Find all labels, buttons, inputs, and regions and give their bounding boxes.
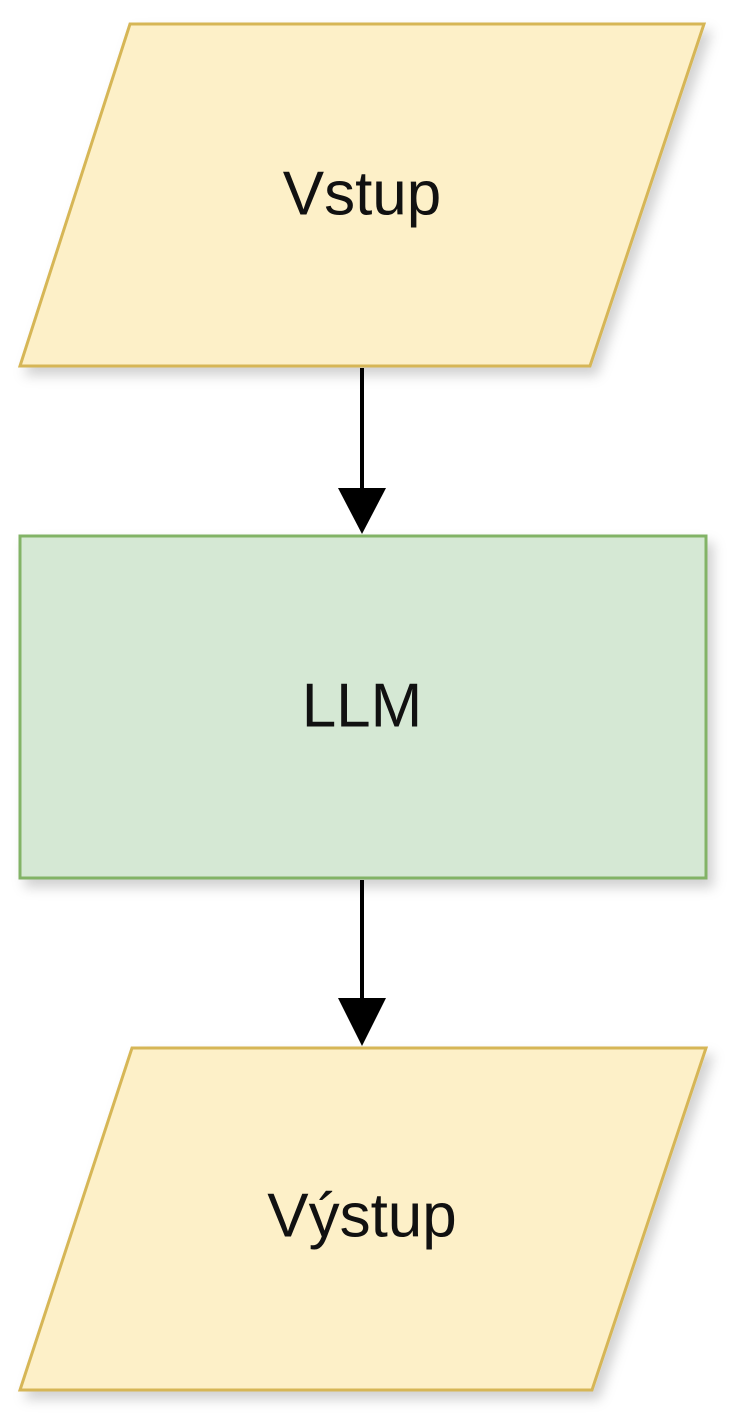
arrow-input-to-llm xyxy=(338,368,386,534)
output-node[interactable]: Výstup xyxy=(17,1046,709,1392)
input-parallelogram xyxy=(17,22,707,368)
arrow-head xyxy=(338,488,386,534)
llm-rectangle xyxy=(18,534,708,880)
output-label: Výstup xyxy=(267,1181,457,1250)
arrow-llm-to-output xyxy=(338,880,386,1046)
input-node[interactable]: Vstup xyxy=(17,22,707,368)
arrow-head xyxy=(338,998,386,1046)
llm-label: LLM xyxy=(302,671,423,740)
input-label: Vstup xyxy=(283,159,442,228)
llm-node[interactable]: LLM xyxy=(18,534,708,880)
output-parallelogram xyxy=(17,1046,709,1392)
